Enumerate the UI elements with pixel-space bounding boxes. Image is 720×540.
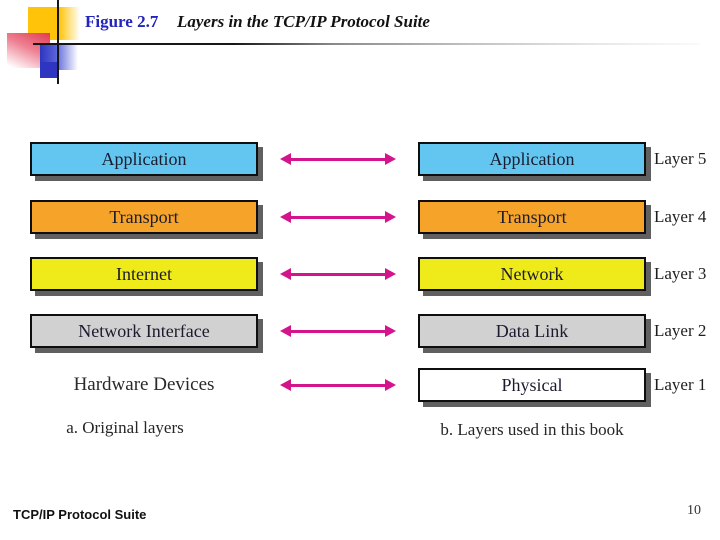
- layer-number-label-1: Layer 1: [654, 375, 707, 394]
- bidirectional-arrow: [280, 211, 396, 223]
- left-layer-box-network-interface: Network Interface: [30, 314, 258, 348]
- right-layer-box-application: Application: [418, 142, 646, 176]
- decoration-vertical-line: [57, 0, 59, 84]
- figure-title: Layers in the TCP/IP Protocol Suite: [177, 12, 430, 31]
- right-layer-box-network: Network: [418, 257, 646, 291]
- decoration-blue-square-small: [40, 62, 58, 78]
- layer-number-label-5: Layer 5: [654, 149, 707, 168]
- bidirectional-arrow: [280, 379, 396, 391]
- layer-number-label-3: Layer 3: [654, 264, 707, 283]
- bidirectional-arrow: [280, 268, 396, 280]
- left-layer-box-application: Application: [30, 142, 258, 176]
- right-layer-box-data-link: Data Link: [418, 314, 646, 348]
- decoration-horizontal-rule: [33, 43, 700, 45]
- figure-number-label: Figure 2.7: [85, 12, 159, 31]
- right-layer-box-transport: Transport: [418, 200, 646, 234]
- bidirectional-arrow: [280, 325, 396, 337]
- layer-number-label-4: Layer 4: [654, 207, 707, 226]
- left-layer-box-internet: Internet: [30, 257, 258, 291]
- right-layer-box-physical: Physical: [418, 368, 646, 402]
- left-layer-box-transport: Transport: [30, 200, 258, 234]
- page-number: 10: [687, 503, 701, 518]
- bidirectional-arrow: [280, 153, 396, 165]
- caption-original-layers: a. Original layers: [66, 418, 184, 437]
- caption-layers-used-in-book: b. Layers used in this book: [440, 420, 624, 439]
- left-layer-text-hardware-devices: Hardware Devices: [73, 374, 215, 395]
- layer-number-label-2: Layer 2: [654, 321, 707, 340]
- footer-book-title: TCP/IP Protocol Suite: [13, 507, 147, 522]
